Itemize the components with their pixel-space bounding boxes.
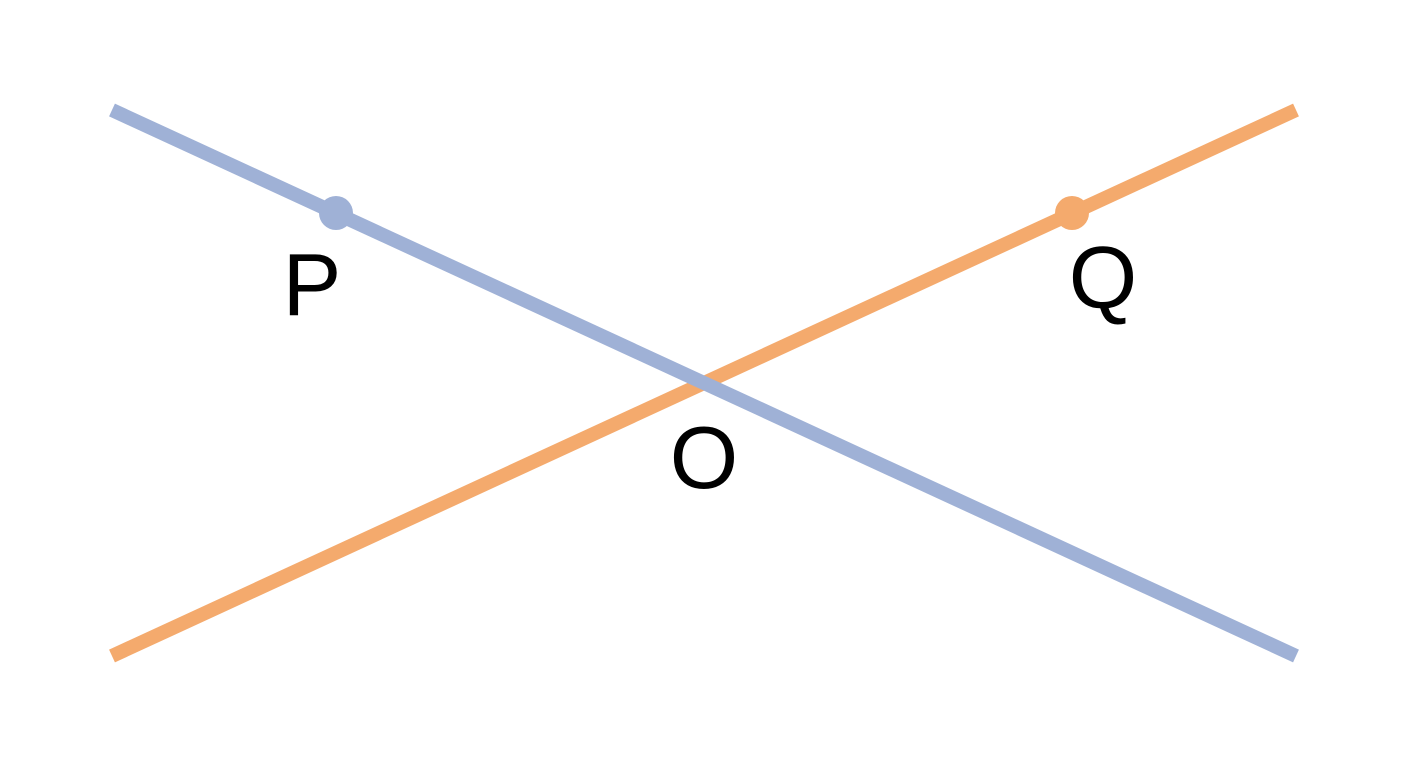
point-p-dot [319, 196, 353, 230]
point-q-dot [1055, 196, 1089, 230]
blue-line [109, 103, 1299, 663]
point-p-label: P [283, 235, 342, 334]
point-q-label: Q [1069, 228, 1137, 327]
intersection-label: O [670, 408, 738, 507]
